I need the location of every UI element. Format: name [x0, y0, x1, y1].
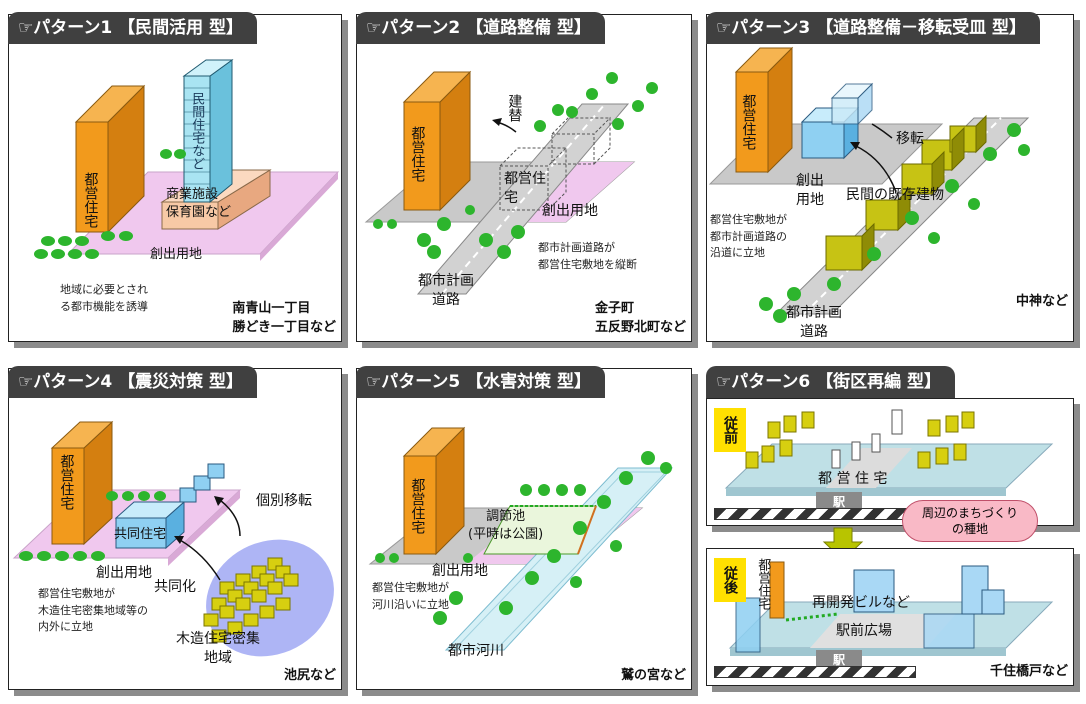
caption: 都営住宅敷地が 木造住宅密集地域等の 内外に立地 — [38, 587, 148, 633]
land-label: 創出用地 — [432, 563, 488, 579]
after-housing-label: 都営住宅 — [755, 558, 771, 610]
joint-label: 共同化 — [154, 579, 196, 595]
before-illustration — [724, 409, 1054, 496]
after-illustration — [728, 561, 1054, 656]
caption: 都営住宅敷地が 都市計画道路の 沿道に立地 — [710, 213, 787, 259]
caption: 都市計画道路が 都営住宅敷地を縦断 — [538, 241, 637, 271]
panel-pattern-5: ☞パターン5 【水害対策 型】 都営住宅 調節池 (平時は公園) 創出用地 都営… — [356, 366, 698, 696]
panel-title: ☞パターン1 【民間活用 型】 — [8, 12, 258, 44]
panel-pattern-4: ☞パターン4 【震災対策 型】 都営住宅 — [8, 366, 348, 696]
ghost-housing-label: 都営住宅 — [504, 171, 546, 206]
station-before: 駅 — [816, 492, 862, 512]
move-label: 移転 — [896, 131, 924, 147]
place-label: 金子町 五反野北町など — [594, 301, 686, 336]
land-label: 創出用地 — [96, 565, 152, 581]
panel-title: ☞パターン3 【道路整備－移転受皿 型】 — [706, 12, 1041, 44]
individual-move-label: 個別移転 — [256, 493, 312, 509]
land-label: 創出用地 — [542, 203, 598, 219]
land-label: 創出 用地 — [796, 173, 824, 208]
before-badge: 従前 — [714, 408, 746, 452]
housing-label: 都営住宅 — [58, 454, 75, 510]
railway-before — [714, 508, 916, 520]
caption: 都営住宅敷地が 河川沿いに立地 — [372, 581, 449, 611]
illustration — [708, 46, 1030, 323]
housing-label: 都営住宅 — [409, 126, 426, 182]
road-label: 都市計画 道路 — [786, 305, 842, 340]
place-label: 千住橋戸など — [989, 664, 1068, 680]
housing-label: 都営住宅 — [740, 94, 757, 150]
station-plaza-label: 駅前広場 — [836, 623, 892, 639]
illustration — [368, 426, 674, 651]
redevelopment-label: 再開発ビルなど — [812, 595, 910, 611]
rebuild-label: 建替 — [506, 94, 523, 122]
panel-title: ☞パターン6 【街区再編 型】 — [706, 366, 956, 398]
housing-label: 都営住宅 — [409, 478, 426, 534]
railway-after — [714, 666, 916, 678]
panel-pattern-1: ☞パターン1 【民間活用 型】 都営住宅 民間住宅など 商業施設 保育園など 創… — [8, 12, 348, 348]
dense-area-label: 木造住宅密集 地域 — [176, 631, 260, 666]
tower-label: 民間住宅など — [189, 92, 205, 170]
illustration — [34, 59, 340, 261]
before-housing-label: 都 営 住 宅 — [818, 471, 888, 487]
place-label: 鷲の宮など — [620, 668, 686, 684]
place-label: 中神など — [1015, 294, 1068, 310]
private-building-label: 民間の既存建物 — [846, 187, 944, 203]
river-label: 都市河川 — [448, 643, 504, 659]
pond-label: 調節池 (平時は公園) — [468, 509, 544, 542]
road-label: 都市計画 道路 — [418, 273, 474, 308]
panel-title: ☞パターン5 【水害対策 型】 — [356, 366, 606, 398]
seed-land-cloud: 周辺のまちづくり の種地 — [902, 500, 1038, 543]
panel-pattern-3: ☞パターン3 【道路整備－移転受皿 型】 都営住 — [706, 12, 1080, 348]
panel-pattern-2: ☞パターン2 【道路整備 型】 都営住宅 建替 都営住宅 創出用地 都市計画 道… — [356, 12, 698, 348]
illustration — [364, 70, 658, 295]
shared-housing-label: 共同住宅 — [114, 527, 167, 542]
housing-label: 都営住宅 — [82, 172, 99, 228]
place-label: 池尻など — [283, 668, 336, 684]
facility-label: 商業施設 保育園など — [166, 187, 232, 220]
illustration — [12, 420, 334, 657]
land-label: 創出用地 — [150, 247, 203, 262]
station-after: 駅 — [816, 650, 862, 670]
place-label: 南青山一丁目 勝どき一丁目など — [232, 301, 336, 336]
caption: 地域に必要とされ る都市機能を誘導 — [60, 283, 148, 313]
panel-pattern-6: ☞パターン6 【街区再編 型】 従前 都 営 住 宅 駅 周辺のまちづくり の種… — [706, 366, 1080, 692]
panel-title: ☞パターン4 【震災対策 型】 — [8, 366, 258, 398]
panel-title: ☞パターン2 【道路整備 型】 — [356, 12, 606, 44]
after-badge: 従後 — [714, 558, 746, 602]
